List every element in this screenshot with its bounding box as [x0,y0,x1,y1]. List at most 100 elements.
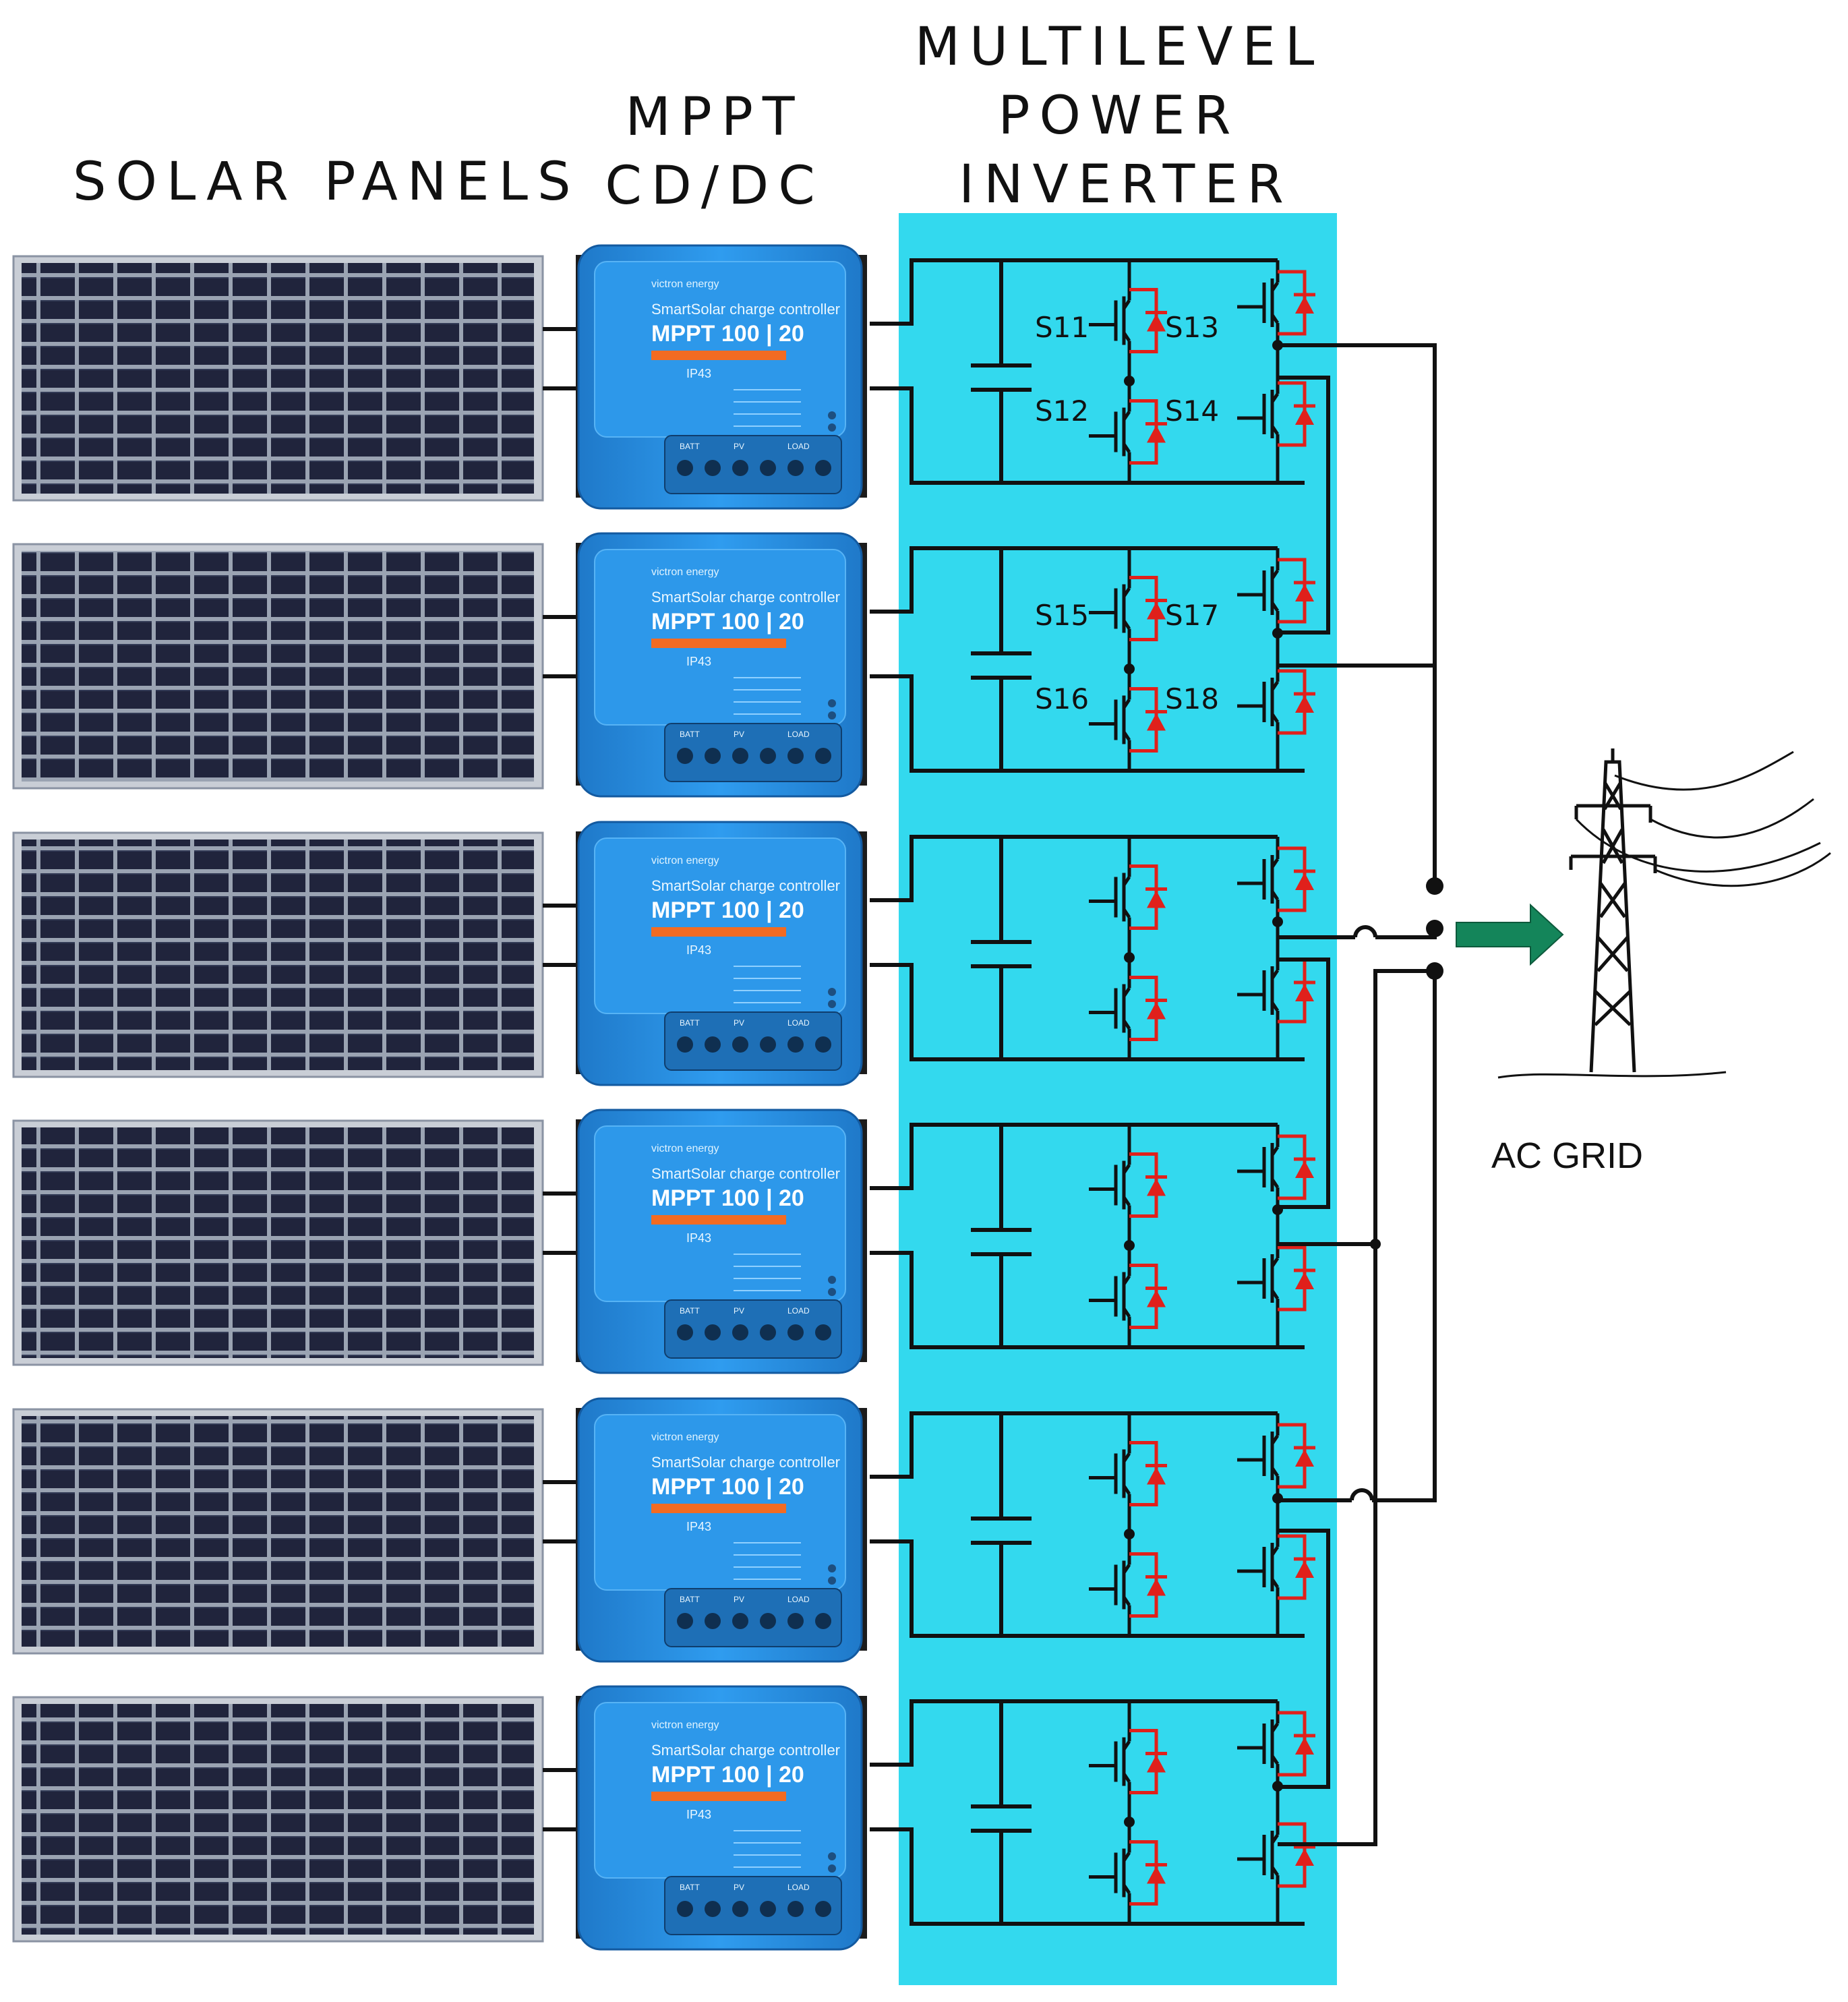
igbt-switch [1237,1498,1315,1636]
mppt-ip-label: IP43 [686,367,711,380]
igbt-emitter [1122,1307,1131,1318]
igbt-emitter [1122,1485,1131,1495]
ac-grid-label: AC GRID [1491,1136,1643,1176]
mppt-terminal-label: LOAD [787,442,810,451]
mppt-terminal-block [664,1299,842,1359]
igbt-emitter [1122,731,1131,741]
igbt-collector [1270,680,1280,691]
phase-a-wire [1278,343,1437,886]
panel-cells [22,1127,534,1358]
panel-cells [22,263,534,494]
mppt-output-wire [870,963,998,1061]
igbt-collector [1122,876,1131,886]
diode-icon [1147,1001,1166,1020]
mppt-output-wire [870,1251,998,1349]
igbt-switch [1237,1701,1315,1786]
diode-icon [1147,1178,1166,1196]
igbt-emitter [1270,425,1280,436]
junction-dot [1370,1239,1381,1249]
mppt-terminal-screw [677,460,693,476]
mppt-controller-label: SmartSolar charge controller [651,1742,840,1759]
diode-icon [1147,1289,1166,1307]
h-bridge-cell [971,1123,1315,1349]
mppt-output-wire [870,258,998,326]
igbt-collector [1122,1275,1131,1285]
mppt-terminal-screw [677,1613,693,1629]
mppt-led [828,711,836,719]
mppt-led [828,1288,836,1296]
mppt-led [828,411,836,419]
mppt-controller-label: SmartSolar charge controller [651,877,840,894]
igbt-switch [1089,958,1167,1059]
igbt-emitter [1270,1178,1280,1189]
igbt-collector [1122,699,1131,709]
mppt-model-label: MPPT 100 | 20 [651,321,804,347]
panel-cells [22,840,534,1070]
diode-icon [1295,873,1314,890]
switch-label: S15 [1035,599,1089,632]
diode-icon [1147,1467,1166,1485]
solar-panel [12,1696,576,1943]
header-solar-panels: SOLAR PANELS [73,152,580,212]
diode-icon [1295,984,1314,1001]
mppt-output-wire [870,835,998,902]
mppt-terminal-screw [815,748,831,764]
igbt-emitter [1270,1755,1280,1765]
mppt-terminal-block [664,1011,842,1071]
transmission-tower-icon [1497,748,1831,1079]
solar-panel [12,543,576,790]
mppt-orange-bar [651,1215,786,1225]
cell-link-wire [1278,958,1330,1209]
mppt-brand-label: victron energy [651,855,719,866]
mppt-terminal-screw [760,1036,776,1053]
mppt-terminal-screw [815,1324,831,1341]
mppt-ip-label: IP43 [686,1808,711,1821]
diode-icon [1147,601,1166,620]
solar-panels [12,255,576,1943]
mppt-terminal-label: PV [734,1883,744,1892]
igbt-emitter [1122,1773,1131,1783]
mppt-led [828,1000,836,1008]
igbt-emitter [1270,1467,1280,1477]
mppt-terminal-screw [787,748,804,764]
igbt-emitter [1270,1001,1280,1012]
igbt-collector [1270,1146,1280,1156]
mppt-face [594,549,846,726]
mppt-led [828,988,836,996]
igbt-emitter [1122,908,1131,918]
mppt-ip-label: IP43 [686,943,711,957]
mppt-terminal-screw [787,1613,804,1629]
diode-icon [1147,425,1166,443]
igbt-switch [1237,837,1315,922]
igbt-switch [1237,1413,1315,1498]
mppt-terminal-label: PV [734,1595,744,1604]
mppt-terminal-screw [732,1613,748,1629]
mppt-model-label: MPPT 100 | 20 [651,1474,804,1500]
diode-icon [1147,1866,1166,1884]
mppt-brand-label: victron energy [651,1143,719,1154]
switch-label: S17 [1165,599,1219,632]
mppt-terminal-screw [760,1613,776,1629]
igbt-switch [1237,345,1315,483]
diode-icon [1295,296,1314,314]
igbt-switch [1089,1701,1167,1822]
mppt-terminal-screw [732,1901,748,1917]
mppt-terminal-screw [705,1324,721,1341]
igbt-emitter [1122,620,1131,630]
solar-panel [12,1119,576,1366]
mppt-controller-label: SmartSolar charge controller [651,1165,840,1182]
igbt-collector [1270,1833,1280,1844]
switch-label: S16 [1035,682,1089,715]
mppt-face [594,1125,846,1302]
igbt-collector [1122,987,1131,997]
igbt-emitter [1122,1884,1131,1894]
igbt-emitter [1270,1866,1280,1877]
diode-icon [1295,584,1314,601]
mppt-output-wire [870,1699,998,1767]
mppt-model-label: MPPT 100 | 20 [651,609,804,635]
mppt-led [828,1276,836,1284]
